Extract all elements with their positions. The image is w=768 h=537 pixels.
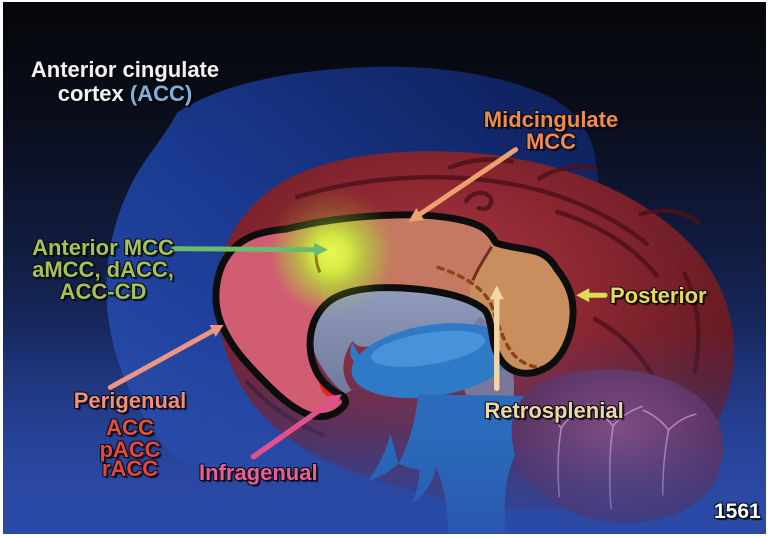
label-retrosplenial: Retrosplenial	[484, 398, 624, 423]
figure-title: Anterior cingulate cortex (ACC)	[31, 58, 219, 106]
midcingulate-arrow	[408, 147, 519, 222]
band-outline	[212, 211, 577, 421]
infragenual-arrow	[250, 394, 342, 460]
glow-halo	[266, 186, 398, 318]
bottom-fog	[3, 427, 766, 534]
figure-number: 1561	[714, 500, 761, 523]
callosal-dashed-line	[436, 265, 550, 370]
acc-accent: (ACC)	[129, 81, 193, 106]
label-midcingulate: Midcingulate MCC	[483, 107, 619, 154]
brain-illustration	[3, 66, 766, 534]
perigenual-arrow	[107, 324, 224, 390]
title-line2: cortex (ACC)	[57, 81, 193, 106]
anterior-mcc-arrow	[171, 242, 328, 257]
title-line1: Anterior cingulate	[30, 57, 220, 82]
label-infragenual: Infragenual	[199, 460, 318, 485]
label-posterior: Posterior	[610, 283, 707, 308]
label-perigenual: Perigenual ACC pACC rACC	[73, 388, 187, 481]
label-anterior-mcc: Anterior MCC aMCC, dACC, ACC-CD	[32, 235, 174, 304]
retrosplenial-arrow	[489, 285, 504, 392]
posterior-arrow	[576, 288, 608, 303]
